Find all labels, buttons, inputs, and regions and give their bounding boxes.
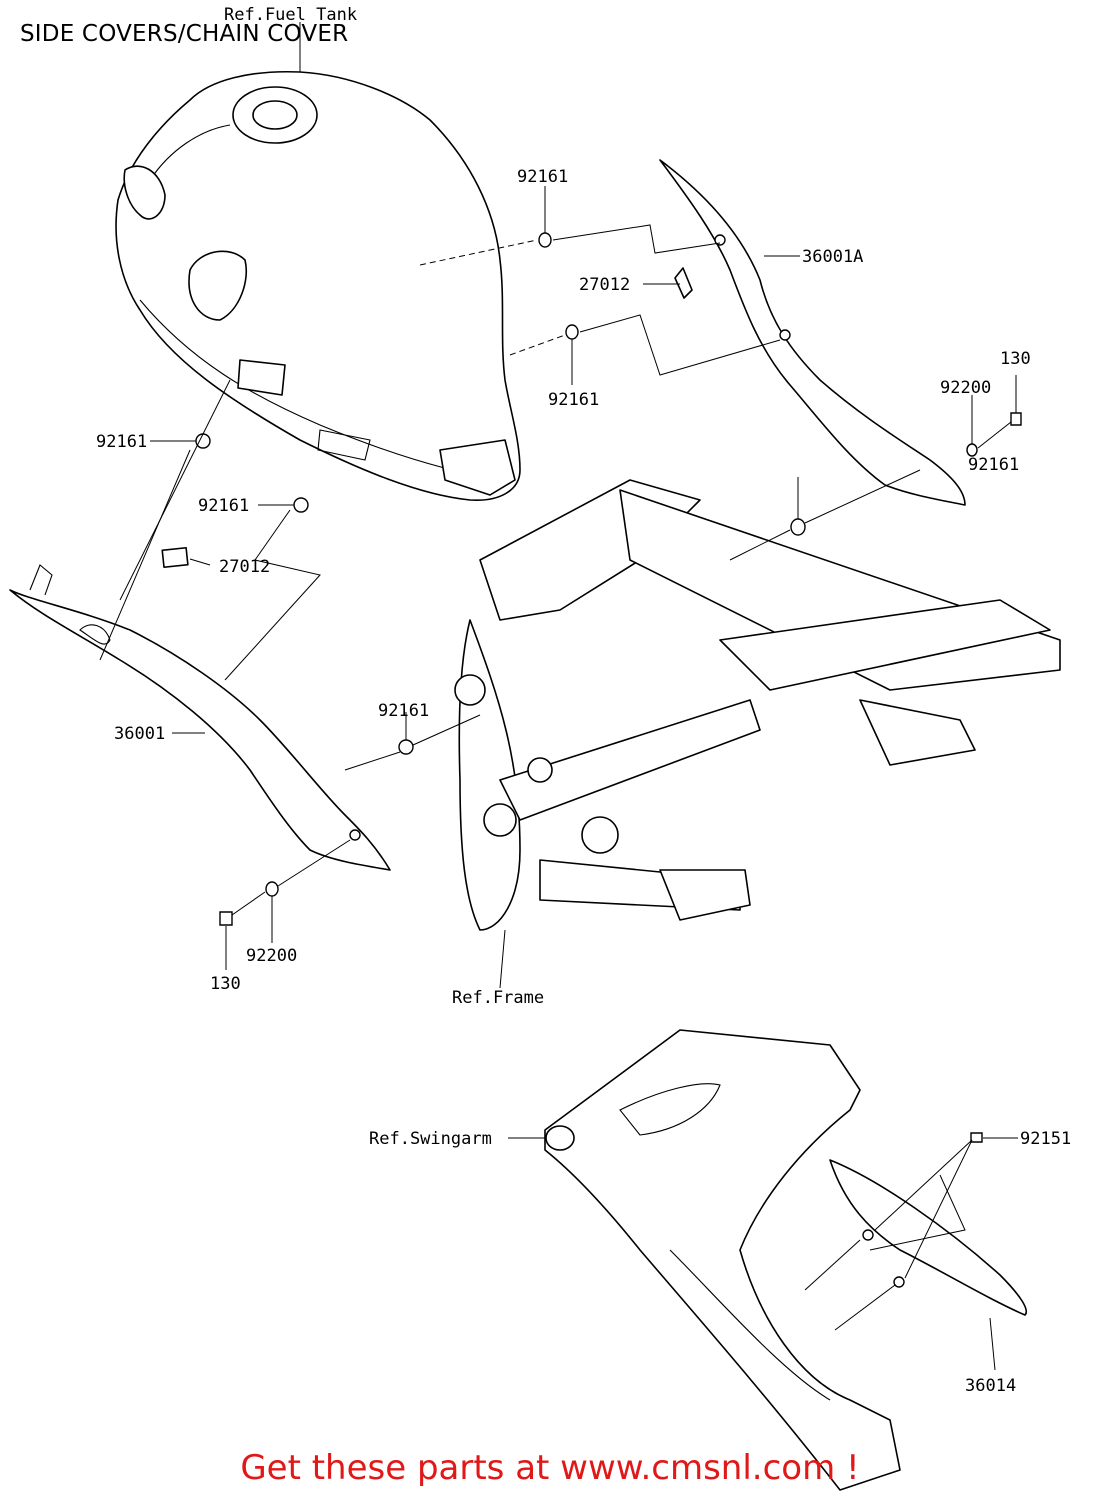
grommet-92161-e bbox=[790, 518, 806, 536]
grommet-92161-d bbox=[293, 497, 309, 513]
label-92151: 92151 bbox=[1020, 1129, 1071, 1149]
label-130-b: 130 bbox=[210, 974, 241, 994]
label-27012-left bbox=[161, 546, 189, 569]
label-92161-f: 92161 bbox=[378, 701, 429, 721]
side-cover-left bbox=[9, 564, 391, 871]
bolt-130-a bbox=[1010, 412, 1022, 426]
swingarm bbox=[544, 1029, 901, 1491]
label-36001: 36001 bbox=[114, 724, 165, 744]
label-130-a: 130 bbox=[1000, 349, 1031, 369]
label-27012-a: 27012 bbox=[579, 275, 630, 295]
washer-92200-b bbox=[265, 881, 279, 897]
label-92161-b: 92161 bbox=[548, 390, 599, 410]
label-27012-right bbox=[674, 267, 693, 299]
footer-link-text[interactable]: Get these parts at www.cmsnl.com ! bbox=[240, 1448, 860, 1488]
label-36001A: 36001A bbox=[802, 247, 863, 267]
label-92161-c: 92161 bbox=[96, 432, 147, 452]
grommet-92161-b bbox=[565, 324, 579, 340]
side-cover-right bbox=[659, 159, 966, 506]
label-92161-d: 92161 bbox=[968, 455, 1019, 475]
fuel-tank bbox=[115, 70, 521, 501]
label-ref-fuel-tank: Ref.Fuel Tank bbox=[224, 5, 357, 25]
diagram-title: SIDE COVERS/CHAIN COVER bbox=[20, 21, 349, 47]
grommet-92161-f bbox=[398, 739, 414, 755]
label-27012-b: 27012 bbox=[219, 557, 270, 577]
label-36014: 36014 bbox=[965, 1376, 1016, 1396]
grommet-92161-c bbox=[195, 433, 211, 449]
grommet-92161-a bbox=[538, 232, 552, 248]
label-92200-b: 92200 bbox=[246, 946, 297, 966]
frame bbox=[454, 479, 1061, 931]
label-ref-swingarm: Ref.Swingarm bbox=[369, 1129, 492, 1149]
label-92200-a: 92200 bbox=[940, 378, 991, 398]
label-92161-e: 92161 bbox=[198, 496, 249, 516]
bolt-130-b bbox=[219, 911, 233, 926]
label-92161-a: 92161 bbox=[517, 167, 568, 187]
leader-lines bbox=[99, 22, 1018, 1371]
callout-labels: Ref.Fuel Tank 92161 36001A 27012 92161 1… bbox=[96, 5, 1071, 1396]
bolt-92151 bbox=[970, 1132, 983, 1143]
label-ref-frame: Ref.Frame bbox=[452, 988, 544, 1008]
